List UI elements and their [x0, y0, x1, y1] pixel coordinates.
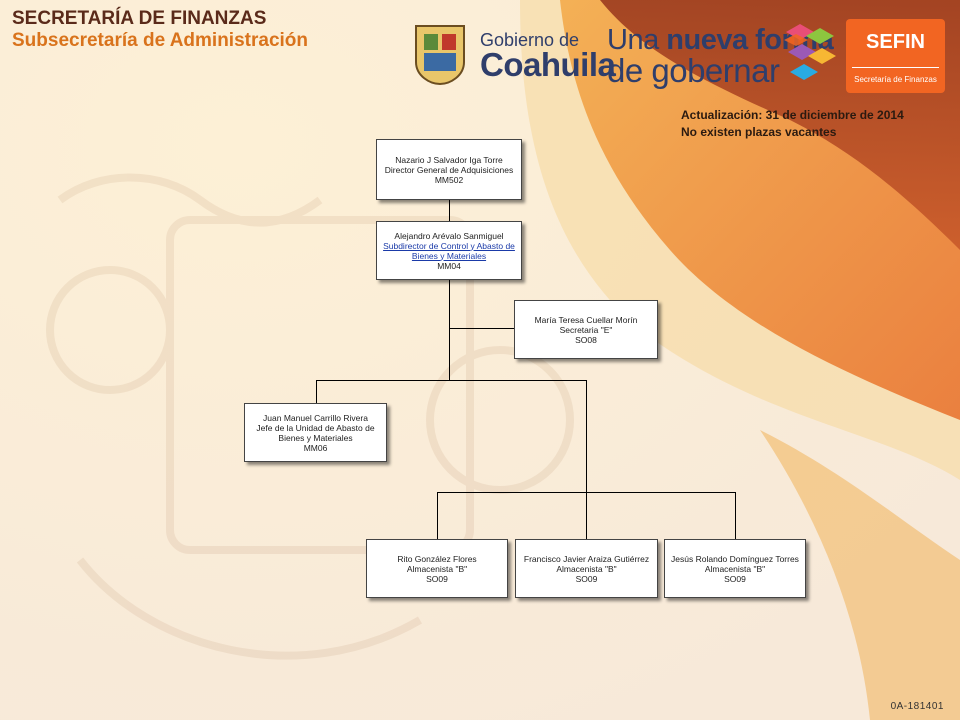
sefin-logo: SEFIN Secretaría de Finanzas — [846, 19, 945, 93]
subdirector-name: Alejandro Arévalo Sanmiguel — [394, 230, 504, 241]
org-box-jefe: Juan Manuel Carrillo Rivera Jefe de la U… — [244, 403, 387, 462]
footer-code: 0A-181401 — [890, 701, 944, 712]
update-info: Actualización: 31 de diciembre de 2014 N… — [681, 107, 904, 141]
almacen1-title: Almacenista "B" — [406, 563, 468, 574]
subdirector-code: MM04 — [437, 260, 461, 271]
connector-almacen1 — [437, 492, 438, 540]
sefin-logo-divider — [852, 67, 939, 68]
secretaria-name: María Teresa Cuellar Morín — [534, 314, 638, 325]
vacancy-note: No existen plazas vacantes — [681, 125, 837, 139]
director-code: MM502 — [434, 174, 464, 185]
almacen3-title: Almacenista "B" — [704, 563, 766, 574]
org-box-almacen1: Rito González Flores Almacenista "B" SO0… — [366, 539, 508, 598]
coat-of-arms-icon — [415, 25, 465, 86]
secretaria-code: SO08 — [575, 334, 597, 345]
connector-almacen2 — [586, 492, 587, 540]
almacen2-code: SO09 — [575, 573, 598, 584]
org-box-almacen3: Jesús Rolando Domínguez Torres Almacenis… — [664, 539, 806, 598]
almacen3-code: SO09 — [724, 573, 746, 584]
subdirector-title-link[interactable]: Subdirector de Control y Abasto de Biene… — [383, 240, 515, 261]
secretaria-title: Secretaria "E" — [559, 324, 613, 335]
slogan-line-2: de gobernar — [607, 52, 780, 89]
header-subtitle: Subsecretaría de Administración — [12, 30, 309, 51]
connector-subdirector-down — [449, 280, 450, 380]
logo-gobierno-label: Gobierno de — [480, 30, 580, 50]
connector-jefe — [316, 380, 317, 404]
jefe-name: Juan Manuel Carrillo Rivera — [263, 412, 368, 423]
connector-level2-bar — [316, 380, 587, 381]
almacen1-code: SO09 — [426, 573, 448, 584]
org-box-almacen2: Francisco Javier Araiza Gutiérrez Almace… — [515, 539, 658, 598]
connector-secretaria — [449, 328, 515, 329]
almacen1-name: Rito González Flores — [397, 553, 477, 564]
connector-level3-down — [586, 380, 587, 492]
connector-director-subdirector — [449, 200, 450, 222]
director-title: Director General de Adquisiciones — [384, 164, 514, 175]
org-box-subdirector: Alejandro Arévalo Sanmiguel Subdirector … — [376, 221, 522, 280]
director-name: Nazario J Salvador Iga Torre — [395, 154, 503, 165]
jefe-title: Jefe de la Unidad de Abasto de Bienes y … — [256, 422, 375, 443]
jefe-code: MM06 — [303, 442, 328, 453]
header-title: SECRETARÍA DE FINANZAS — [12, 8, 267, 29]
logo-coahuila-label: Coahuila — [480, 46, 616, 83]
update-date: Actualización: 31 de diciembre de 2014 — [681, 108, 904, 122]
org-box-secretaria: María Teresa Cuellar Morín Secretaria "E… — [514, 300, 658, 359]
org-box-director: Nazario J Salvador Iga Torre Director Ge… — [376, 139, 522, 200]
connector-almacen3 — [735, 492, 736, 540]
colorful-diamonds-icon — [784, 24, 836, 80]
almacen3-name: Jesús Rolando Domínguez Torres — [671, 553, 799, 564]
almacen2-title: Almacenista "B" — [556, 563, 617, 574]
sefin-logo-subtitle: Secretaría de Finanzas — [854, 75, 937, 84]
almacen2-name: Francisco Javier Araiza Gutiérrez — [523, 553, 650, 564]
sefin-logo-title: SEFIN — [866, 31, 925, 53]
